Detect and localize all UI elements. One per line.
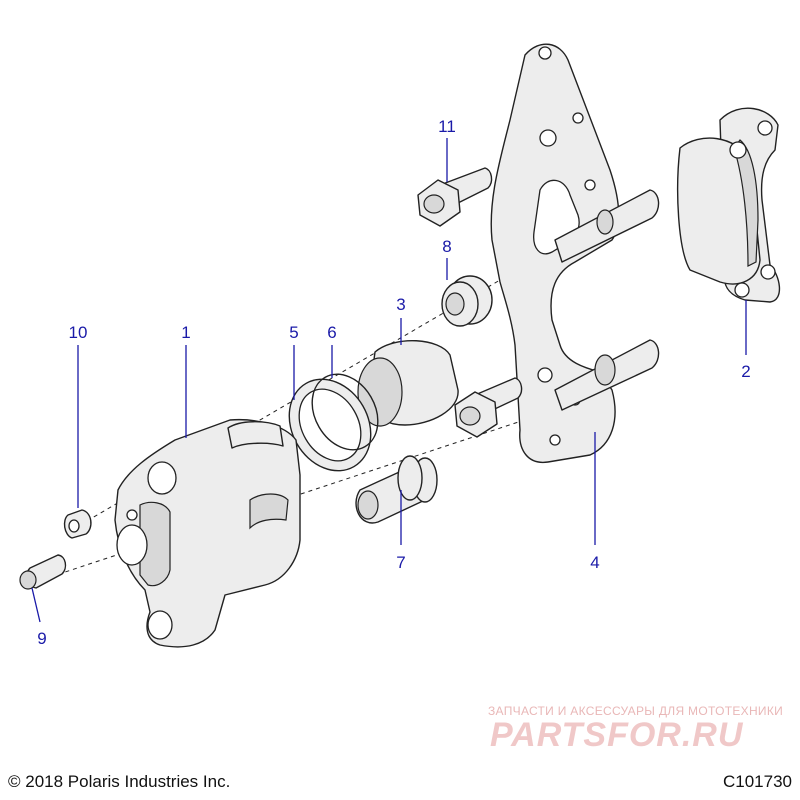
callout-3: 3 [396,295,405,314]
callout-4: 4 [590,553,599,572]
callout-2: 2 [741,362,750,381]
part-9-bleeder-screw [19,554,67,590]
callout-8: 8 [442,237,451,256]
watermark-tagline: ЗАПЧАСТИ И АКСЕССУАРЫ ДЛЯ МОТОТЕХНИКИ [488,704,784,718]
callout-10: 10 [69,323,88,342]
callout-5: 5 [289,323,298,342]
part-8-pin-boot [441,275,493,327]
callout-11: 11 [438,117,456,136]
part-10-bleeder-cap [63,509,92,539]
callout-7: 7 [396,553,405,572]
part-4-caliper-bracket [490,43,660,464]
callout-1: 1 [181,323,190,342]
part-11-bolt-lower [454,377,523,438]
part-5-part-6-seals [288,373,379,472]
callout-6: 6 [327,323,336,342]
part-2-brake-pads [677,107,781,303]
part-11-bolt [417,167,493,227]
callout-labels: 1 2 3 4 5 6 7 8 9 10 11 [37,117,750,648]
part-1-caliper-body [114,418,301,648]
part-3-piston [357,340,459,427]
leader-lines [31,138,747,623]
part-7-guide-pin [355,455,438,524]
watermark-brand: PARTSFOR.RU [490,716,744,754]
copyright-notice: © 2018 Polaris Industries Inc. [8,772,231,791]
diagram-code: C101730 [722,772,792,791]
callout-9: 9 [37,629,46,648]
